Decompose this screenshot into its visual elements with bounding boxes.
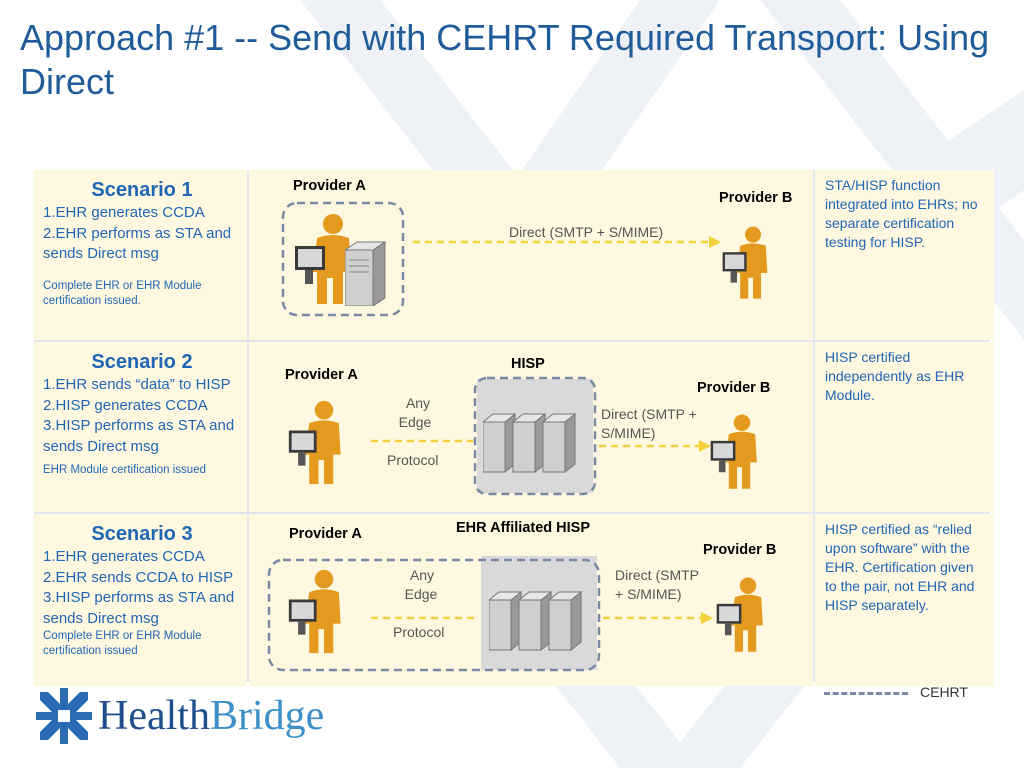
scenario-title: Scenario 3 [91,523,193,545]
server-icon [345,241,387,306]
scenario-step: 3.HISP performs as STA and sends Direct … [43,589,235,627]
provider-person-icon [716,577,763,652]
scenario-1-description: STA/HISP function integrated into EHRs; … [815,170,994,340]
arrow-head [699,440,711,452]
transport-label-line: + S/MIME) [615,586,682,602]
provider-a-label: Provider A [289,526,362,542]
hisp-label: HISP [511,356,545,372]
provider-b-label: Provider B [703,542,777,558]
scenario-title: Scenario 2 [91,351,193,373]
edge-label-line: Edge [398,414,432,430]
healthbridge-logo-icon [36,688,92,744]
scenario-3-description: HISP certified as “relied upon software”… [815,514,994,686]
scenario-step: 3.HISP performs as STA and sends Direct … [43,417,235,455]
provider-person-icon [722,226,768,299]
logo-word-health: Health [98,693,210,739]
scenario-table: Scenario 1 1.EHR generates CCDA 2.EHR pe… [34,170,994,686]
legend-label: CEHRT [920,684,968,700]
scenario-2-diagram: HISP Provider A Provider B Any Edge Prot… [249,342,813,512]
scenario-step: 2.EHR performs as STA and sends Direct m… [43,224,232,263]
server-rack-icon [489,590,583,652]
cehrt-boundary [267,558,601,672]
scenario-1-diagram: Provider A Provider B Direct (SMTP + S/M… [249,170,813,340]
transport-label-line: S/MIME) [601,425,656,441]
scenario-2-description: HISP certified independently as EHR Modu… [815,342,994,512]
scenario-steps: 1.EHR generates CCDA 2.EHR performs as S… [43,203,241,265]
cehrt-legend-swatch [824,692,908,695]
scenario-step: 1.EHR generates CCDA [43,204,205,221]
certification-note: EHR Module certification issued [43,464,206,476]
scenario-steps: 1.EHR sends “data” to HISP 2.HISP genera… [43,375,241,457]
edge-label-line: Any [409,567,435,583]
arrow-head [701,612,713,624]
cehrt-boundary [281,201,405,317]
scenario-3-cell: Scenario 3 1.EHR generates CCDA 2.EHR se… [34,514,247,686]
provider-person-icon [288,569,341,654]
provider-a-label: Provider A [293,178,366,194]
provider-b-label: Provider B [719,190,793,206]
scenario-step: 2.HISP generates CCDA [43,396,208,414]
scenario-step: 2.EHR sends CCDA to HISP [43,568,234,586]
scenario-1-graphics [281,201,721,317]
transport-label: Direct (SMTP + S/MIME) [509,224,664,240]
transport-label-line: Direct (SMTP [615,567,699,583]
hisp-label: EHR Affiliated HISP [456,520,591,536]
edge-label-line: Any [405,395,431,411]
edge-label-line: Protocol [387,452,439,468]
provider-a-label: Provider A [285,367,358,383]
provider-person-icon [295,214,351,304]
logo-wordmark: HealthBridge [98,690,324,742]
slide-title: Approach #1 -- Send with CEHRT Required … [20,17,990,102]
arrow-head [709,236,721,248]
scenario-1-cell: Scenario 1 1.EHR generates CCDA 2.EHR pe… [34,170,247,340]
cehrt-boundary [473,376,597,496]
scenario-step: 1.EHR sends “data” to HISP [43,376,231,393]
certification-note: Complete EHR or EHR Module certification… [43,279,202,307]
scenario-2-cell: Scenario 2 1.EHR sends “data” to HISP 2.… [34,342,247,512]
logo-word-bridge: Bridge [209,693,325,739]
scenario-step: 1.EHR generates CCDA [43,548,205,565]
provider-person-icon [288,400,341,485]
scenario-title: Scenario 1 [91,179,193,201]
provider-b-label: Provider B [697,380,771,396]
edge-label-line: Protocol [393,624,445,640]
scenario-steps: 1.EHR generates CCDA 2.EHR sends CCDA to… [43,547,241,629]
server-rack-icon [483,412,577,474]
healthbridge-logo: HealthBridge [36,688,336,746]
provider-person-icon [710,414,757,489]
scenario-3-diagram: EHR Affiliated HISP Provider A Provider … [249,514,813,686]
edge-label-line: Edge [404,586,438,602]
transport-label-line: Direct (SMTP + [601,406,697,422]
certification-note: Complete EHR or EHR Module certification… [43,630,202,657]
legend: CEHRT [824,684,1004,704]
